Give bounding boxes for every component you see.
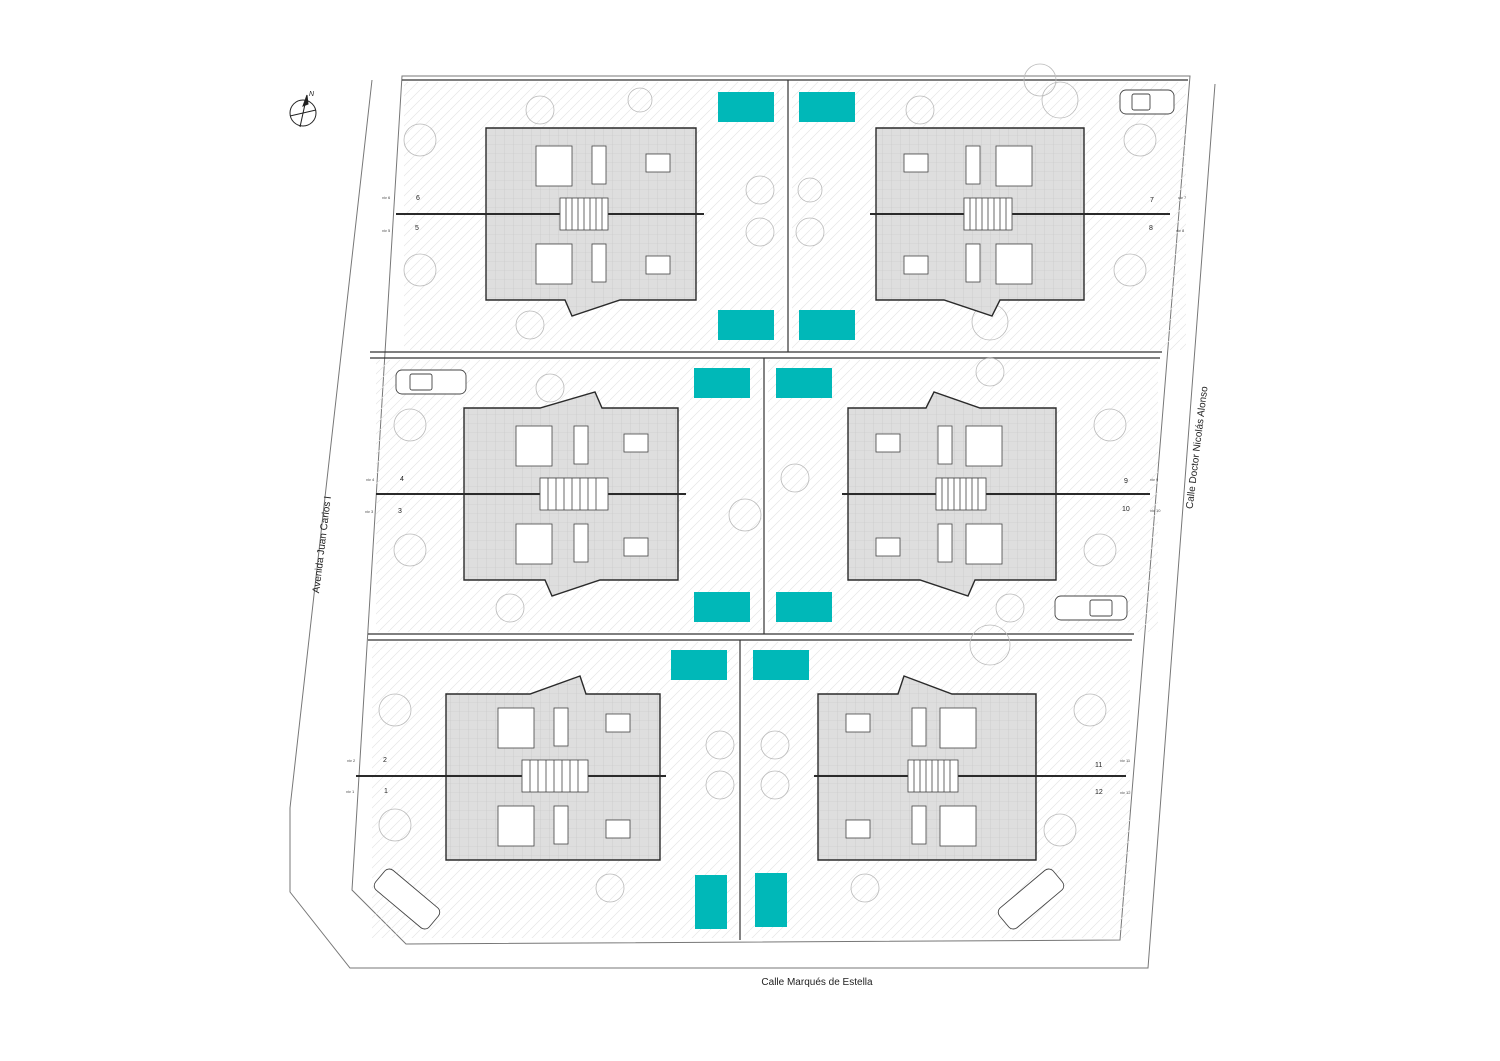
car-icon — [1054, 595, 1128, 621]
viv-label: viv 2 — [347, 758, 356, 763]
unit-number: 12 — [1095, 789, 1103, 796]
viv-label: viv 12 — [1120, 790, 1131, 795]
unit-number: 2 — [383, 757, 387, 764]
pool-icon — [695, 875, 727, 929]
pool-icon — [755, 873, 787, 927]
pool-icon — [718, 92, 774, 122]
stair-icon — [521, 759, 589, 793]
unit-number: 5 — [415, 225, 419, 232]
pool-icon — [799, 310, 855, 340]
unit-number: 1 — [384, 788, 388, 795]
north-label: N — [309, 91, 315, 98]
viv-label: viv 4 — [366, 477, 375, 482]
pools — [671, 92, 855, 929]
unit-number: 6 — [416, 195, 420, 202]
party-walls — [356, 213, 1170, 777]
viv-label: viv 1 — [346, 789, 355, 794]
stair-icon — [935, 477, 987, 511]
unit-number: 4 — [400, 476, 404, 483]
street-label-west: Avenida Juan Carlos I — [311, 496, 334, 594]
car-icon — [997, 868, 1065, 930]
viv-label: viv 10 — [1150, 508, 1161, 513]
viv-label: viv 8 — [1176, 228, 1185, 233]
pool-icon — [776, 592, 832, 622]
car-icon — [395, 369, 467, 395]
street-label-south: Calle Marqués de Estella — [761, 977, 873, 988]
viv-label: viv 9 — [1150, 477, 1159, 482]
car-icon — [1119, 89, 1175, 115]
pool-icon — [694, 592, 750, 622]
cars — [373, 89, 1175, 930]
unit-number: 10 — [1122, 506, 1130, 513]
stair-icon — [559, 197, 609, 231]
viv-label: viv 5 — [382, 228, 391, 233]
pool-icon — [776, 368, 832, 398]
viv-label: viv 11 — [1120, 758, 1131, 763]
unit-number: 11 — [1095, 762, 1102, 769]
stairs — [521, 197, 1013, 793]
viv-label: viv 7 — [1178, 195, 1187, 200]
viv-label: viv 6 — [382, 195, 391, 200]
street-label-east: Calle Doctor Nicolás Alonso — [1185, 385, 1211, 509]
stair-icon — [539, 477, 609, 511]
car-icon — [373, 868, 441, 930]
pool-icon — [694, 368, 750, 398]
unit-number: 8 — [1149, 225, 1153, 232]
stair-icon — [963, 197, 1013, 231]
north-arrow-icon — [289, 94, 317, 128]
pool-icon — [718, 310, 774, 340]
interior-layout — [497, 145, 1033, 847]
unit-number: 9 — [1124, 478, 1128, 485]
site-boundary — [289, 75, 1216, 969]
pool-icon — [753, 650, 809, 680]
viv-label: viv 3 — [365, 509, 374, 514]
stair-icon — [907, 759, 959, 793]
pool-icon — [671, 650, 727, 680]
unit-number: 3 — [398, 508, 402, 515]
pool-icon — [799, 92, 855, 122]
plot-divisions — [368, 79, 1188, 940]
unit-number: 7 — [1150, 197, 1154, 204]
